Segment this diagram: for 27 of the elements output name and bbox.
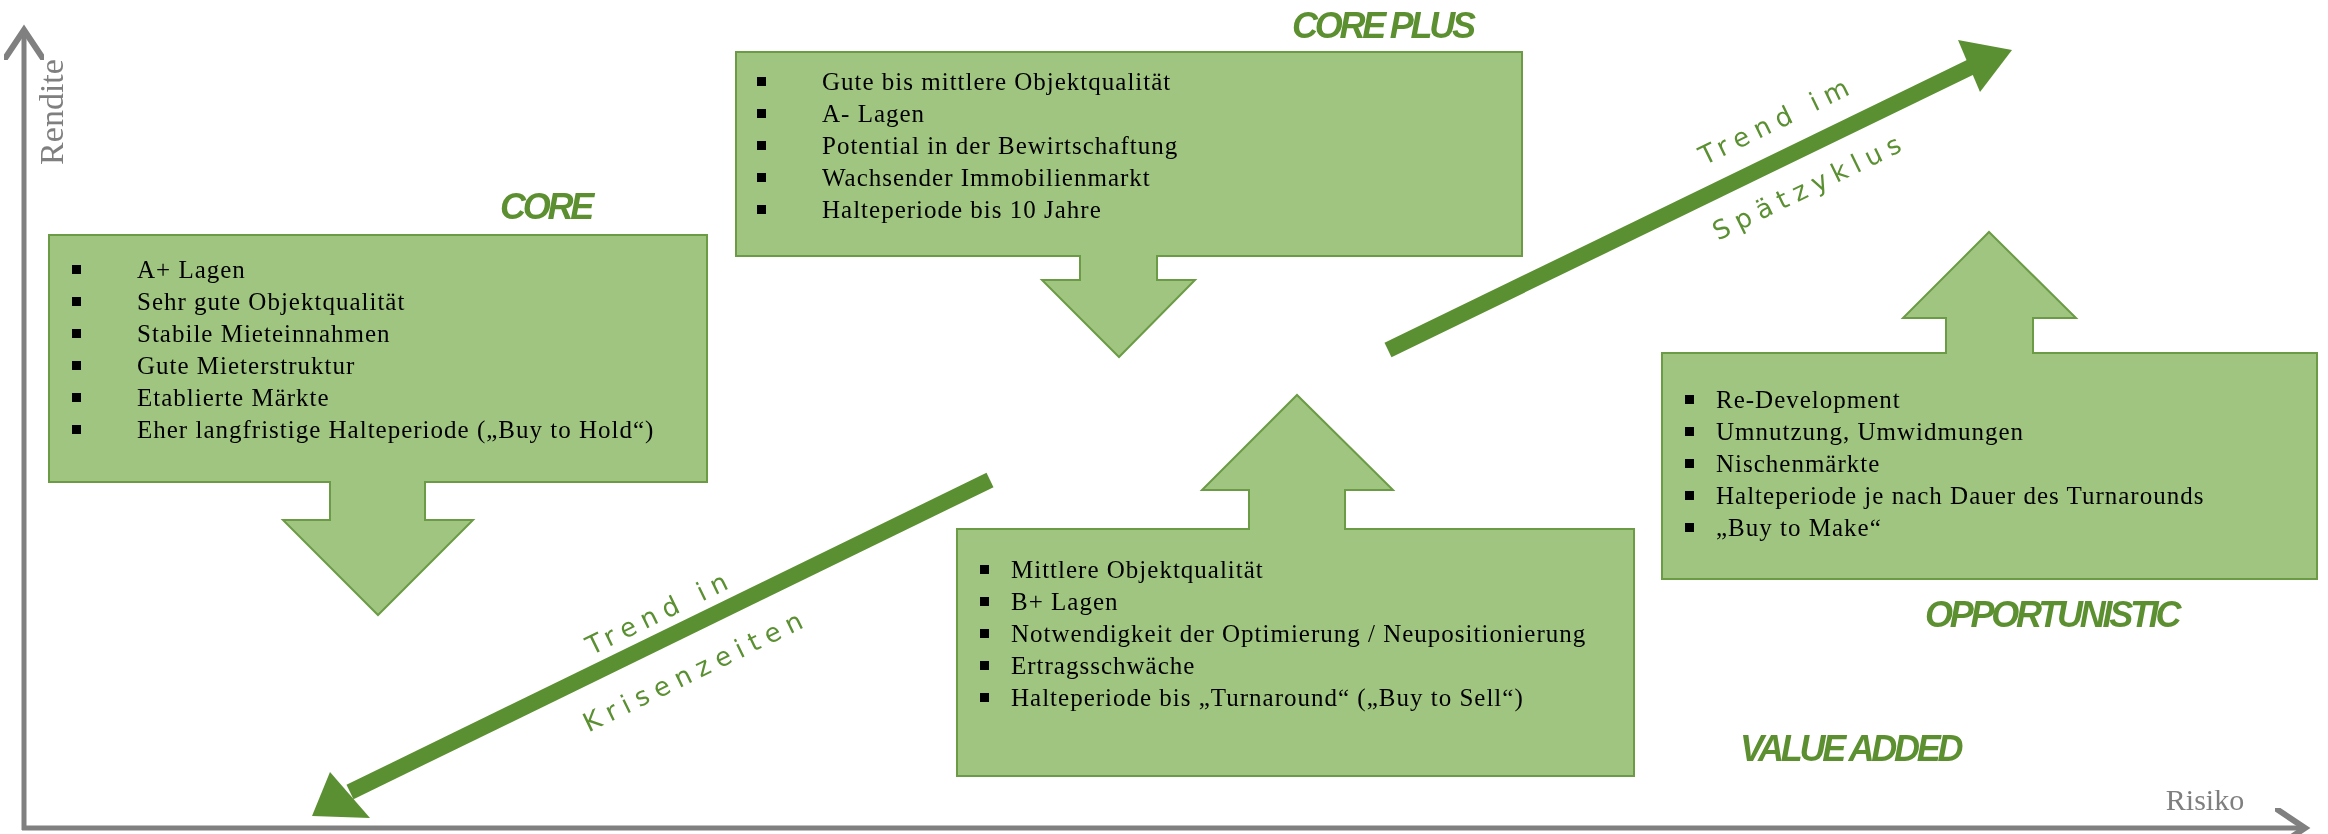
list-item-text: Re-Development bbox=[1716, 385, 1901, 415]
strategy-heading: VALUE ADDED bbox=[1740, 730, 1961, 768]
list-item-text: Mittlere Objektqualität bbox=[1011, 555, 1264, 585]
list-item-text: Gute bis mittlere Objektqualität bbox=[822, 67, 1172, 97]
strategy-heading: CORE bbox=[500, 188, 592, 226]
list-item-text: B+ Lagen bbox=[1011, 587, 1119, 617]
axis-label: Risiko bbox=[2165, 784, 2245, 816]
list-item-text: Halteperiode bis „Turnaround“ („Buy to Sell“) bbox=[1011, 683, 1524, 714]
list-item-text: Umnutzung, Umwidmungen bbox=[1716, 417, 2025, 447]
list-item-text: Potential in der Bewirtschaftung bbox=[822, 131, 1179, 161]
list-item-text: Halteperiode bis 10 Jahre bbox=[822, 195, 1102, 225]
list-item-text: „Buy to Make“ bbox=[1716, 513, 1882, 543]
list-item-text: Gute Mieterstruktur bbox=[137, 351, 356, 381]
strategy-heading: OPPORTUNISTIC bbox=[1925, 596, 2179, 634]
axis-label: Rendite bbox=[34, 59, 70, 165]
list-item-text: Nischenmärkte bbox=[1716, 449, 1881, 479]
list-item-text: Eher langfristige Halteperiode („Buy to Hold“) bbox=[137, 415, 655, 446]
list-item-text: Sehr gute Objektqualität bbox=[137, 287, 406, 317]
list-item-text: A- Lagen bbox=[822, 99, 926, 129]
list-item-text: Halteperiode je nach Dauer des Turnarounds bbox=[1716, 481, 2205, 511]
list-item-text: Ertragsschwäche bbox=[1011, 651, 1196, 681]
list-item-text: Wachsender Immobilienmarkt bbox=[822, 163, 1151, 193]
list-item-text: Notwendigkeit der Optimierung / Neupositionierung bbox=[1011, 619, 1587, 649]
list-item-text: Stabile Mieteinnahmen bbox=[137, 319, 391, 349]
strategy-heading: CORE PLUS bbox=[1292, 7, 1473, 45]
list-item-text: Etablierte Märkte bbox=[137, 383, 330, 413]
list-item-text: A+ Lagen bbox=[137, 255, 246, 285]
